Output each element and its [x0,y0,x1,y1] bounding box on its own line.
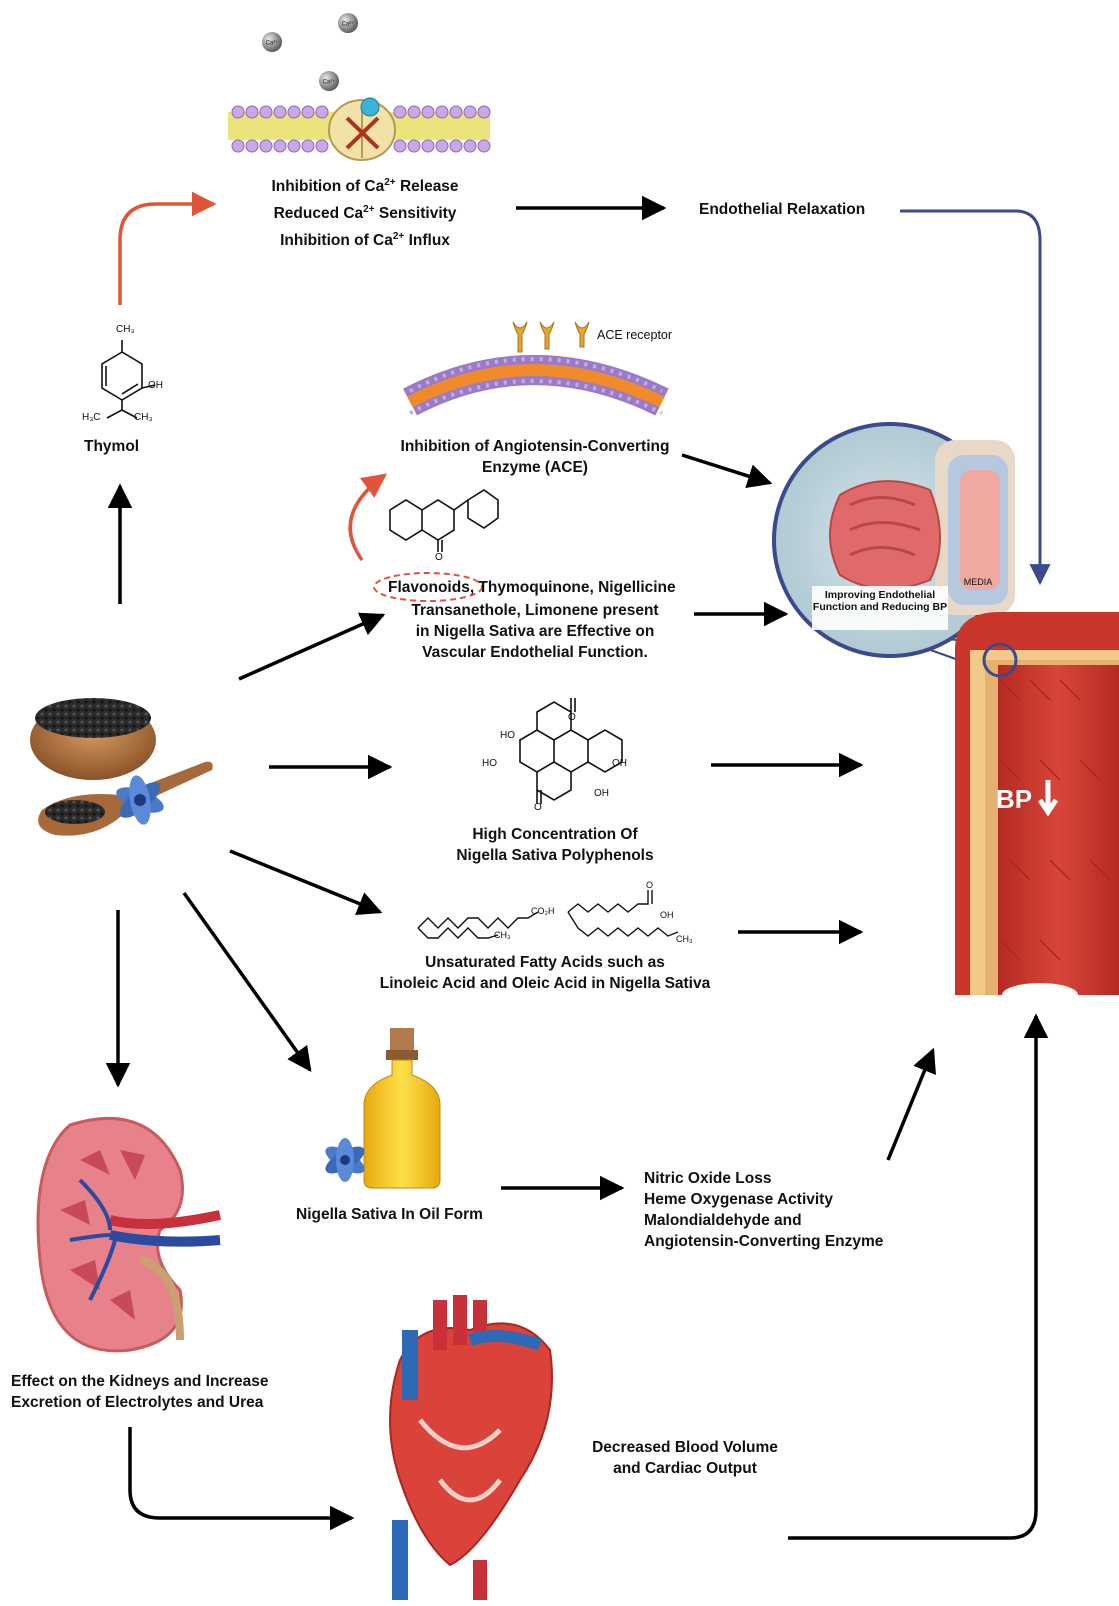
bp-label: BP [996,784,1032,815]
nitric-oxide-label: Nitric Oxide Loss Heme Oxygenase Activit… [644,1168,883,1252]
ellagic-o-top: O [568,712,576,723]
flavonoids-highlight: Flavonoids, [388,579,474,596]
ellagic-ho-left: HO [482,758,497,769]
kidney-effect-label: Effect on the Kidneys and Increase Excre… [11,1371,269,1413]
heart-illustration [390,1295,552,1600]
arrow-thymol-to-calcium [120,204,214,305]
oleic-o: O [646,880,653,890]
flavone-structure [390,490,498,552]
arrow-kidney-to-heart [130,1427,352,1518]
oleic-oh: OH [660,910,674,920]
ace-receptor-icon [513,322,589,352]
flavonoids-label: Flavonoids, Thymoquinone, Nigellicine [388,577,676,598]
ace-inhibition-label: Inhibition of Angiotensin-Converting Enz… [360,436,710,478]
linoleic-co2h: CO₂H [531,906,555,916]
thymol-structure [102,340,155,418]
thymol-ch3-top: CH₃ [116,324,135,335]
ellagic-oh-bottom: OH [594,788,609,799]
fatty-acids-label: Unsaturated Fatty Acids such as Linoleic… [350,952,740,994]
thymol-h3c: H₃C [82,412,101,423]
flavone-carbonyl-o: O [435,552,443,563]
calcium-ion-label: Ca²⁺ [323,79,336,86]
oil-form-label: Nigella Sativa In Oil Form [296,1204,483,1225]
blood-volume-label: Decreased Blood Volume and Cardiac Outpu… [580,1437,790,1479]
kidney-illustration [38,1118,220,1350]
arrow-seeds-to-fatty-acids [230,851,380,912]
cell-membrane-channel [228,98,490,160]
nigella-seeds-bowl [30,698,213,836]
flavonoids-effect-label: Transanethole, Limonene present in Nigel… [360,600,710,663]
pathway-arrows [118,204,1040,1538]
arrow-nitric-to-artery [888,1050,933,1160]
linoleic-ch3: CH₃ [494,930,511,940]
ace-receptor-label: ACE receptor [597,325,672,346]
ellagic-ho-top: HO [500,730,515,741]
oil-bottle [321,1028,440,1188]
ellagic-o-bottom: O [534,802,542,813]
calcium-ion-label: Ca²⁺ [342,21,355,28]
calcium-ion-label: Ca²⁺ [266,40,279,47]
artery [955,612,1119,1007]
arrow-flavonoids-to-ace [350,475,385,560]
thymol-label: Thymol [84,436,139,457]
inset-caption: Improving Endothelial Function and Reduc… [810,589,950,613]
polyphenols-label: High Concentration Of Nigella Sativa Pol… [400,824,710,866]
calcium-effects-label: Inhibition of Ca2+ Release Reduced Ca2+ … [230,176,500,251]
ellagic-oh-right: OH [612,758,627,769]
nigella-flower-icon [321,1138,368,1182]
endothelial-relaxation-label: Endothelial Relaxation [699,199,865,220]
thymol-ch3-right: CH₃ [134,412,153,423]
media-label: MEDIA [958,576,998,588]
oleic-ch3: CH₃ [676,934,693,944]
thymol-oh: OH [148,380,163,391]
arrow-heart-to-artery [788,1016,1036,1538]
arrow-seeds-to-oil [184,893,310,1070]
